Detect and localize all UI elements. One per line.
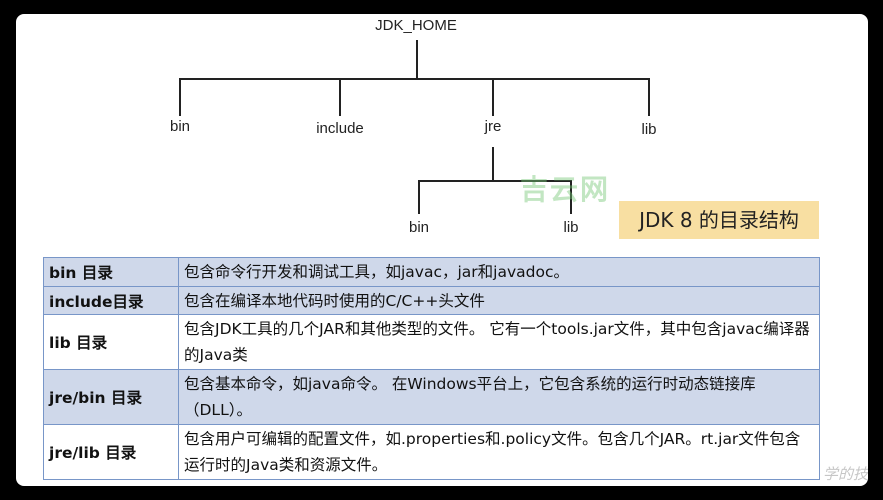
tree-branch-bin xyxy=(179,78,181,116)
dir-description: 包含基本命令，如java命令。 在Windows平台上，它包含系统的运行时动态链… xyxy=(178,369,820,425)
table-row: bin 目录 包含命令行开发和调试工具，如javac，jar和javadoc。 xyxy=(43,257,820,287)
directory-table: bin 目录 包含命令行开发和调试工具，如javac，jar和javadoc。 … xyxy=(43,257,820,480)
tree-root-jdk-home: JDK_HOME xyxy=(375,17,457,34)
tree-jre-stem xyxy=(492,147,494,180)
tree-node-jre-bin: bin xyxy=(408,219,430,236)
dir-name: lib 目录 xyxy=(43,314,179,370)
tree-node-jre: jre xyxy=(484,118,502,135)
table-row: jre/bin 目录 包含基本命令，如java命令。 在Windows平台上，它… xyxy=(43,369,820,425)
dir-name: include目录 xyxy=(43,286,179,315)
table-row: jre/lib 目录 包含用户可编辑的配置文件，如.properties和.po… xyxy=(43,424,820,480)
dir-description: 包含用户可编辑的配置文件，如.properties和.policy文件。包含几个… xyxy=(178,424,820,480)
dir-name: bin 目录 xyxy=(43,257,179,287)
tree-level2-bar xyxy=(418,180,572,182)
tree-branch-include xyxy=(339,78,341,116)
dir-description: 包含在编译本地代码时使用的C/C++头文件 xyxy=(178,286,820,315)
corner-watermark: 学的技 xyxy=(822,465,868,483)
dir-name: jre/bin 目录 xyxy=(43,369,179,425)
diagram-caption: JDK 8 的目录结构 xyxy=(619,201,819,239)
tree-node-include: include xyxy=(316,120,364,137)
tree-node-jre-lib: lib xyxy=(563,219,579,236)
tree-branch-lib xyxy=(648,78,650,116)
tree-branch-jre xyxy=(492,78,494,116)
table-row: lib 目录 包含JDK工具的几个JAR和其他类型的文件。 它有一个tools.… xyxy=(43,314,820,370)
tree-node-bin: bin xyxy=(169,118,191,135)
slide-card: JDK_HOME bin include jre lib bin lib 吉云网… xyxy=(16,14,868,486)
dir-description: 包含JDK工具的几个JAR和其他类型的文件。 它有一个tools.jar文件，其… xyxy=(178,314,820,370)
tree-node-lib: lib xyxy=(641,121,657,138)
directory-tree: JDK_HOME bin include jre lib bin lib xyxy=(16,14,868,264)
tree-root-stem xyxy=(416,40,418,78)
tree-branch-jre-lib xyxy=(570,180,572,214)
tree-level1-bar xyxy=(179,78,650,80)
tree-branch-jre-bin xyxy=(418,180,420,214)
site-watermark: 吉云网 xyxy=(520,173,611,206)
dir-description: 包含命令行开发和调试工具，如javac，jar和javadoc。 xyxy=(178,257,820,287)
dir-name: jre/lib 目录 xyxy=(43,424,179,480)
table-row: include目录 包含在编译本地代码时使用的C/C++头文件 xyxy=(43,286,820,315)
